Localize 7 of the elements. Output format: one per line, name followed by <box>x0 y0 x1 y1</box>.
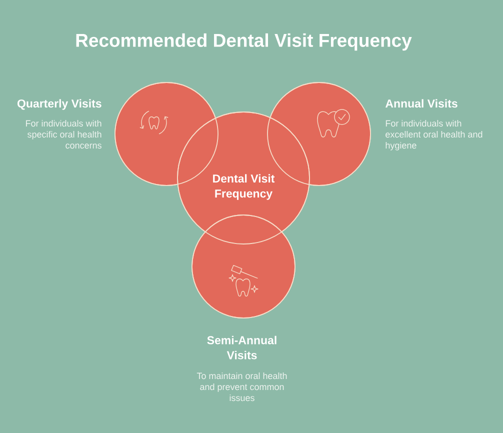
description: For individuals with excellent oral health and hygiene <box>386 120 482 150</box>
heading: Quarterly Visits <box>17 99 102 110</box>
title: Recommended Dental Visit Frequency <box>76 33 412 51</box>
description: For individuals with specific oral health concerns <box>26 120 102 149</box>
heading: Annual Visits <box>385 99 458 108</box>
description: To maintain oral health and prevent common issues <box>196 372 287 402</box>
heading: Semi-Annual Visits <box>207 336 276 360</box>
